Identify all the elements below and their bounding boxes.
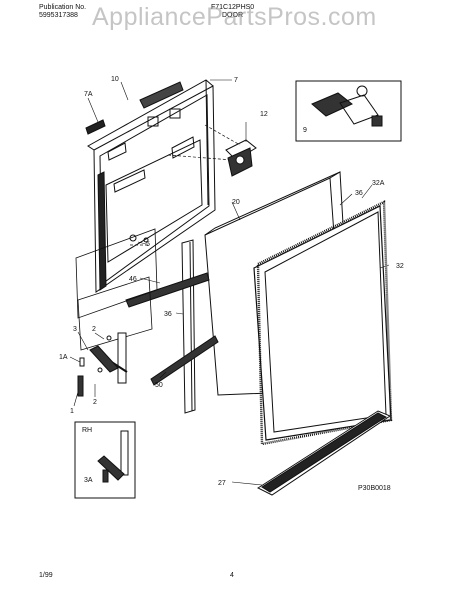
callout-46: 46 xyxy=(129,276,137,283)
callout-27: 27 xyxy=(218,480,226,487)
callout-3a: 3A xyxy=(84,477,93,484)
diagram-code: P30B0018 xyxy=(358,485,391,492)
dispenser-assembly xyxy=(225,139,257,177)
callout-36-left: 36 xyxy=(164,311,172,318)
bottom-kick-strip xyxy=(256,410,392,496)
dispenser-inset-box xyxy=(295,80,402,142)
lower-channel xyxy=(150,335,219,386)
callout-9: 9 xyxy=(303,127,307,134)
publication-number: 5995317388 xyxy=(39,12,78,19)
inset-dispenser xyxy=(311,85,383,127)
callout-5: 5 xyxy=(146,241,150,248)
callout-10: 10 xyxy=(111,76,119,83)
section-title: DOOR xyxy=(222,12,243,19)
callout-7: 7 xyxy=(234,77,238,84)
hinge-spring xyxy=(77,375,84,397)
hinge-plate xyxy=(89,332,128,384)
callout-2-upper: 2 xyxy=(92,326,96,333)
callout-1a: 1A xyxy=(59,354,68,361)
callout-2-lower: 2 xyxy=(93,399,97,406)
callout-32a: 32A xyxy=(372,180,385,187)
model-number: F71C12PHS0 xyxy=(211,4,255,11)
rh-hinge-inset xyxy=(74,421,136,499)
upper-channel xyxy=(125,272,210,308)
rh-hinge-part xyxy=(97,430,129,483)
footer-page: 4 xyxy=(230,572,234,579)
hinge-pin xyxy=(79,357,85,367)
callout-1: 1 xyxy=(70,408,74,415)
callout-36-top: 36 xyxy=(355,190,363,197)
publication-label: Publication No. xyxy=(39,4,87,11)
watermark: AppliancePartsPros.com xyxy=(92,3,377,31)
callout-7a: 7A xyxy=(84,91,93,98)
inset-rh-label: RH xyxy=(82,427,92,434)
callout-32: 32 xyxy=(396,263,404,270)
footer-date: 1/99 xyxy=(39,572,53,579)
callout-3: 3 xyxy=(73,326,77,333)
side-trim-left xyxy=(181,239,196,414)
callout-50: 50 xyxy=(155,382,163,389)
callout-20: 20 xyxy=(232,199,240,206)
inner-door-frame xyxy=(87,79,216,293)
outer-door-panel xyxy=(253,200,393,446)
callout-12: 12 xyxy=(260,111,268,118)
vent-grille xyxy=(85,119,106,135)
callout-labels: 7A 10 7 12 9 20 36 32A 32 46 5 3 2 1A 2 … xyxy=(59,76,404,492)
